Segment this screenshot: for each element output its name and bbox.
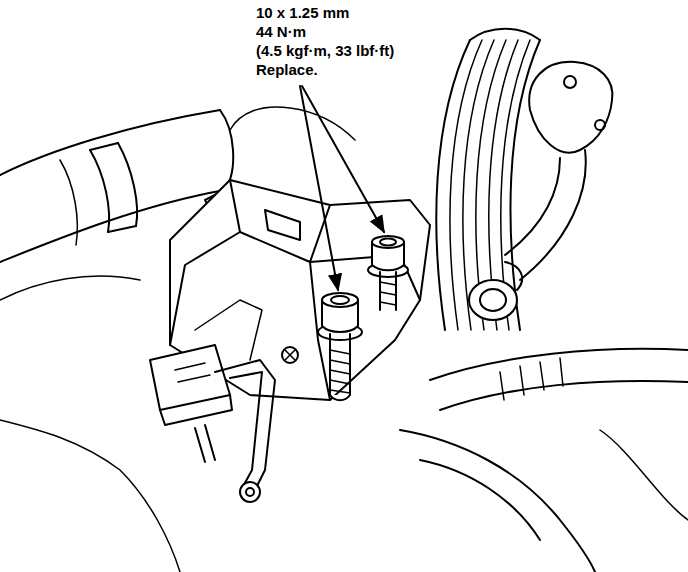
- torque-value: 44 N·m: [256, 23, 306, 41]
- bolt-size: 10 x 1.25 mm: [256, 4, 349, 22]
- replace-note: Replace.: [256, 61, 318, 79]
- torque-value-alt: (4.5 kgf·m, 33 lbf·ft): [256, 42, 394, 60]
